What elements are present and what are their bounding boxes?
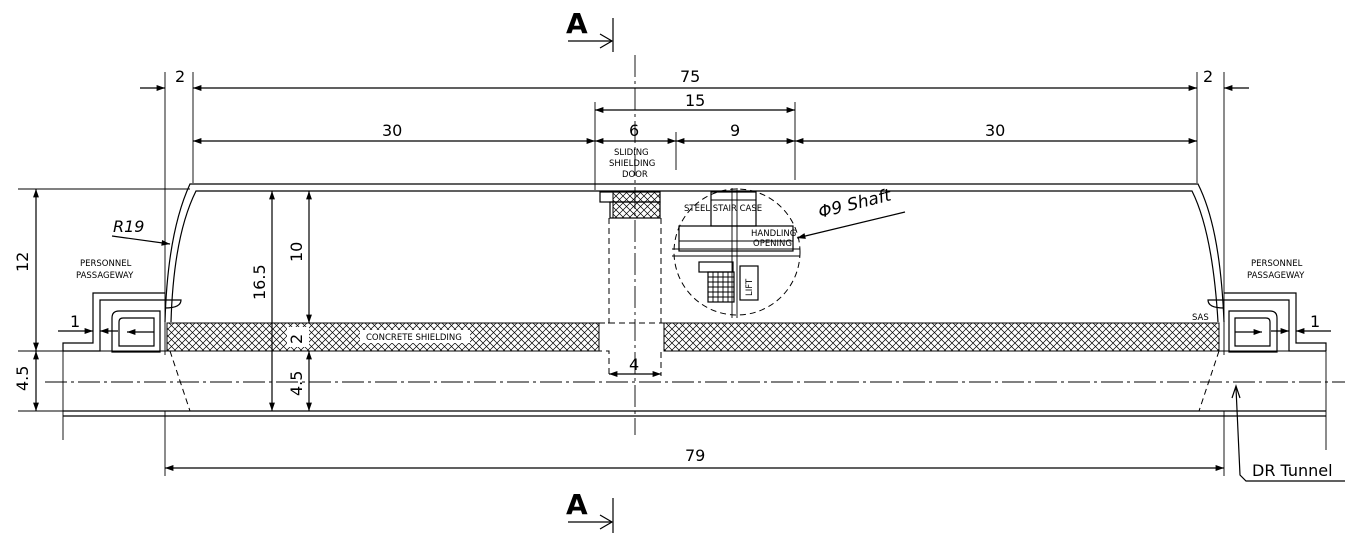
dim-79: 79 xyxy=(685,446,705,465)
label-handling-2: OPENING xyxy=(753,239,792,249)
section-letter-top: A xyxy=(566,7,588,40)
dim-2-right: 2 xyxy=(1203,67,1213,86)
label-staircase: STEEL STAIR CASE xyxy=(684,204,762,214)
section-marker-bottom: A xyxy=(566,488,614,533)
dim-30-right: 30 xyxy=(985,121,1005,140)
shaft-detail: STEEL STAIR CASE HANDLING OPENING LIFT Φ… xyxy=(672,185,906,318)
dim-1-left: 1 xyxy=(70,312,80,331)
dim-9: 9 xyxy=(730,121,740,140)
vertical-dimensions: 12 4.5 16.5 10 2 4.5 xyxy=(13,188,312,412)
label-personnel-left-2: PASSAGEWAY xyxy=(76,271,134,281)
dim-1-right: 1 xyxy=(1310,312,1320,331)
label-handling-1: HANDLING xyxy=(751,229,796,239)
dim-75: 75 xyxy=(680,67,700,86)
label-personnel-right-1: PERSONNEL xyxy=(1251,259,1303,269)
dim-6: 6 xyxy=(629,121,639,140)
label-sas: SAS xyxy=(1192,313,1209,323)
section-marker-top: A xyxy=(566,7,614,52)
section-letter-bottom: A xyxy=(566,488,588,521)
cavern-outline xyxy=(164,183,1225,323)
radius-label: R19 xyxy=(113,217,144,236)
dim-10: 10 xyxy=(287,242,306,262)
label-concrete: CONCRETE SHIELDING xyxy=(366,333,462,343)
label-personnel-right-2: PASSAGEWAY xyxy=(1247,271,1305,281)
dim-4: 4 xyxy=(629,355,639,374)
dim-2-slab: 2 xyxy=(287,334,306,344)
label-dr-tunnel: DR Tunnel xyxy=(1252,461,1333,480)
personnel-passageway-left: PERSONNEL PASSAGEWAY 1 R19 xyxy=(58,217,182,353)
label-personnel-left-1: PERSONNEL xyxy=(80,259,132,269)
label-door-1: SLIDING xyxy=(614,148,649,158)
dim-16-5: 16.5 xyxy=(250,264,269,300)
label-lift: LIFT xyxy=(745,278,755,296)
dim-12: 12 xyxy=(13,252,32,272)
dim-15: 15 xyxy=(685,91,705,110)
sliding-shielding-door: SLIDING SHIELDING DOOR 4 xyxy=(598,148,665,377)
dim-4-5-inner: 4.5 xyxy=(287,371,306,396)
shaft-circle xyxy=(673,188,801,316)
tunnel-lower: DR Tunnel xyxy=(45,350,1345,482)
concrete-shielding: CONCRETE SHIELDING xyxy=(166,322,1220,352)
dimension-bottom: 79 xyxy=(164,411,1225,476)
dim-4-5-left: 4.5 xyxy=(13,366,32,391)
dim-30-left: 30 xyxy=(382,121,402,140)
label-door-2: SHIELDING xyxy=(609,159,655,169)
label-door-3: DOOR xyxy=(622,170,648,180)
dim-2-left: 2 xyxy=(175,67,185,86)
